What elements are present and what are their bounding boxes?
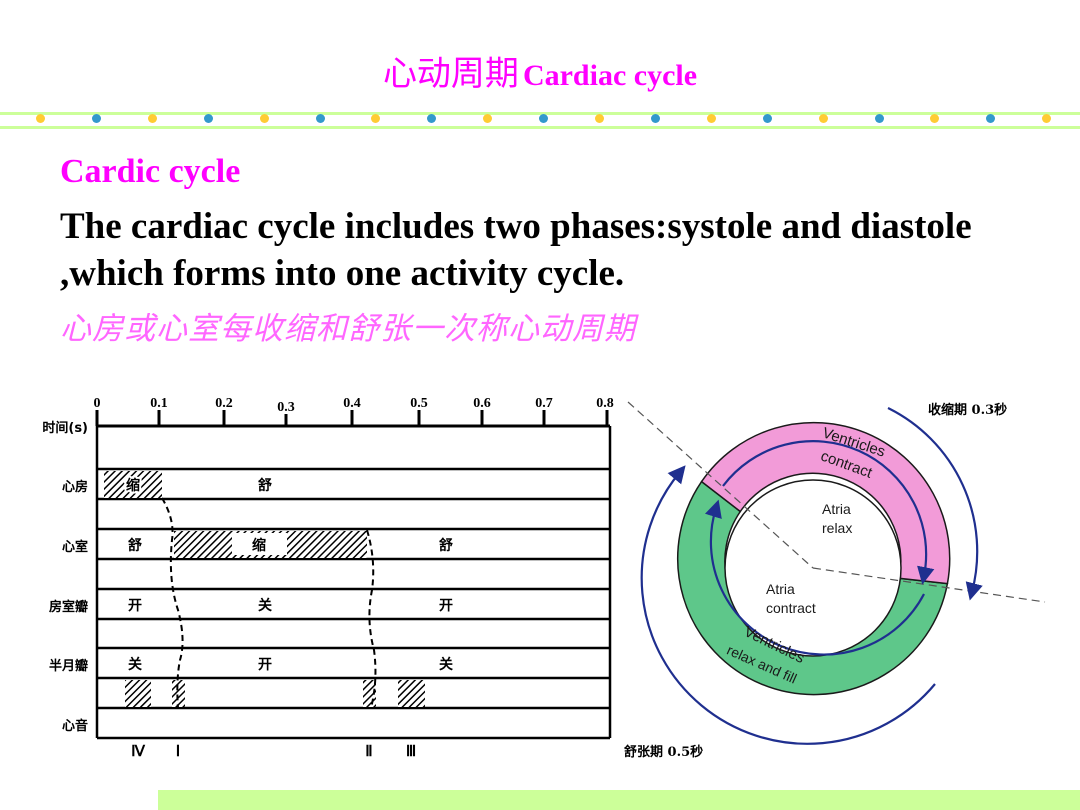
divider-dot (762, 114, 772, 123)
tick-label: 0.2 (215, 396, 233, 411)
divider-dot (539, 114, 549, 123)
divider-top-line (0, 112, 1080, 115)
divider-dot (706, 114, 716, 123)
chinese-definition: 心房或心室每收缩和舒张一次称心动周期 (60, 311, 636, 347)
divider-dot (930, 114, 940, 123)
cycle-arrows (640, 407, 983, 745)
atrium-diastole-label: 舒 (258, 477, 272, 494)
row-label-atrium: 心房 (62, 479, 88, 495)
cardiac-cycle-figure: 0 0.1 0.2 0.3 0.4 0.5 0.6 0.7 0.8 (42, 396, 1046, 760)
footer-bar (158, 790, 1080, 810)
title-chinese: 心动周期 (382, 54, 519, 94)
diastole-caption: 舒张期 0.5秒 (624, 744, 703, 760)
divider-dot (147, 114, 157, 123)
row-label-heart-sounds: 心音 (62, 718, 88, 734)
outer-diastole-arrow (640, 465, 936, 745)
semilunar-open-label: 开 (258, 657, 272, 673)
atrial-systole-bar (104, 471, 162, 498)
phase-transition-lines (161, 497, 377, 709)
divider-bottom-line (0, 126, 1080, 129)
heart-sound-s3-label: Ⅲ (406, 744, 416, 760)
divider-dot (203, 114, 213, 123)
row-label-ventricle: 心室 (62, 539, 88, 555)
cycle-divider-lines (627, 401, 1046, 603)
title-english: Cardiac cycle (522, 59, 698, 92)
atria-relax-line2: relax (822, 520, 852, 536)
divider-dot (315, 114, 325, 123)
tick-label: 0.4 (343, 396, 361, 411)
tick-label: 0.5 (410, 396, 428, 411)
timeline-frame (95, 424, 612, 740)
timeline-diagram: 0 0.1 0.2 0.3 0.4 0.5 0.6 0.7 0.8 (42, 396, 613, 760)
heart-sound-s1-bar (172, 680, 185, 707)
systole-caption: 收缩期 0.3秒 (928, 402, 1007, 418)
divider-dot (91, 114, 101, 123)
cycle-ring-diagram: Ventricles contract Ventricles relax and… (624, 401, 1046, 760)
heart-sound-s4-label: Ⅳ (131, 744, 146, 760)
heart-sound-s3-bar (398, 680, 425, 707)
av-open1-label: 开 (128, 598, 142, 614)
av-open2-label: 开 (439, 598, 453, 614)
slide-title: 心动周期 Cardiac cycle (0, 46, 1080, 95)
svg-text:缩: 缩 (126, 477, 140, 494)
atria-contract-line2: contract (766, 600, 816, 616)
heart-sound-s4-bar (125, 680, 151, 707)
divider-dot (1042, 114, 1052, 123)
outer-systole-arrow (887, 407, 983, 601)
axis-label-time: 时间(s) (42, 420, 88, 436)
tick-label: 0.1 (150, 396, 168, 411)
inner-systole-arrow (722, 440, 935, 585)
atria-contract-line1: Atria (766, 581, 795, 597)
divider-dot (818, 114, 828, 123)
tick-label: 0.8 (596, 396, 614, 411)
divider-dot (874, 114, 884, 123)
tick-marks (95, 410, 609, 426)
av-closed-label: 关 (258, 597, 272, 614)
heart-sound-s2-label: Ⅱ (365, 744, 372, 760)
divider-dot (595, 114, 604, 123)
ventricle-diastole1-label: 舒 (128, 537, 142, 554)
tick-label: 0 (94, 396, 101, 411)
tick-label: 0.7 (535, 396, 553, 411)
row-label-semilunar: 半月瓣 (49, 658, 88, 674)
divider-dot (259, 114, 269, 123)
divider-dot (650, 114, 660, 123)
semilunar-closed1-label: 关 (128, 656, 142, 673)
ventricle-systole-label: 缩 (252, 537, 266, 554)
tick-labels: 0 0.1 0.2 0.3 0.4 0.5 0.6 0.7 0.8 (94, 396, 614, 415)
divider-dot (371, 114, 381, 123)
body-paragraph: The cardiac cycle includes two phases:sy… (60, 206, 972, 294)
heart-sound-s1-label: Ⅰ (176, 744, 180, 760)
divider-dot (483, 114, 493, 123)
divider-dot (36, 114, 45, 123)
ventricle-diastole2-label: 舒 (439, 537, 453, 554)
semilunar-closed2-label: 关 (439, 656, 453, 673)
systole-ring-segment (700, 421, 951, 585)
atria-relax-line1: Atria (822, 501, 851, 517)
row-label-av-valve: 房室瓣 (49, 599, 88, 615)
tick-label: 0.6 (473, 396, 491, 411)
inner-diastole-arrow (704, 499, 925, 656)
atrium-systole-label: 缩 (126, 477, 140, 494)
divider-dot (986, 114, 996, 123)
dotted-divider (0, 112, 1080, 126)
section-heading: Cardic cycle (60, 153, 241, 190)
tick-label: 0.3 (277, 400, 295, 415)
divider-dot (427, 114, 437, 123)
